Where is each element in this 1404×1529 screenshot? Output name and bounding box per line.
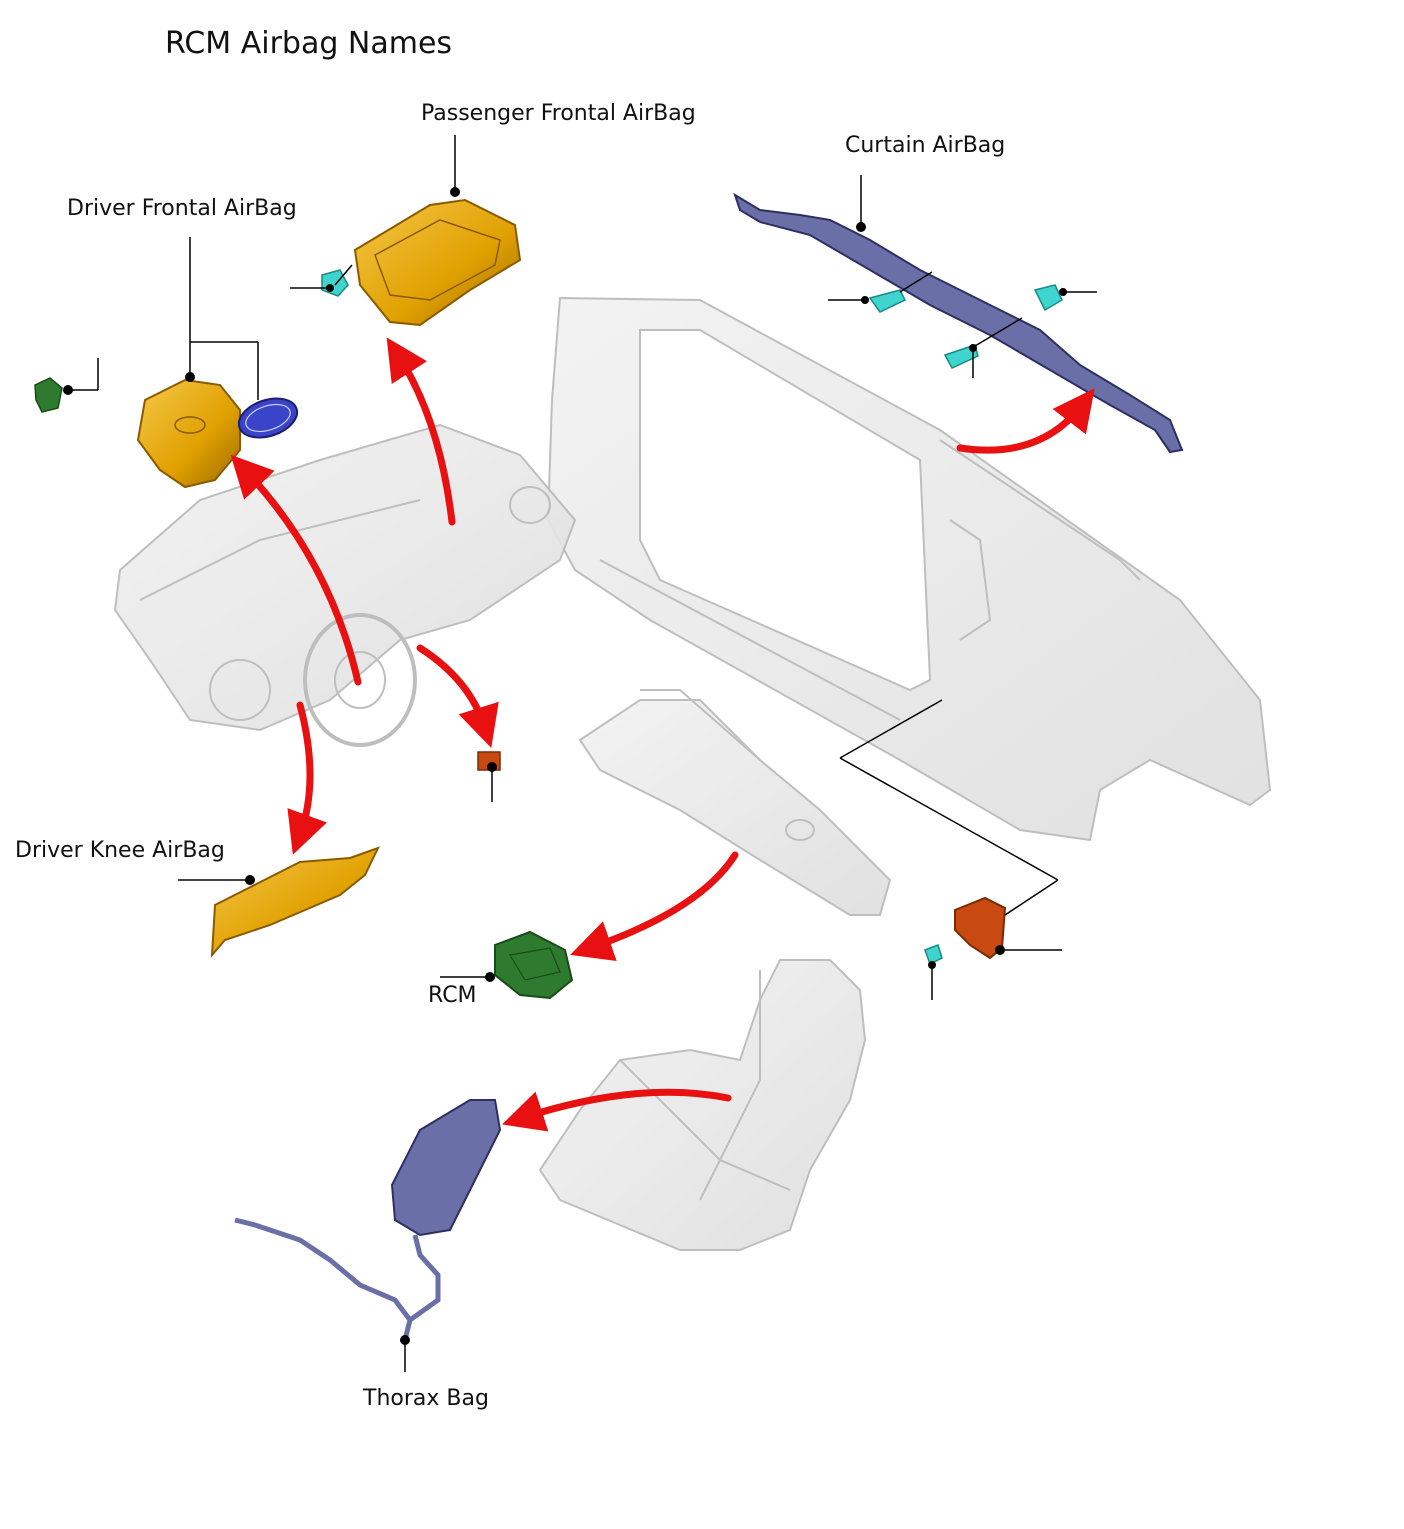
arrow-to-driver-airbag xyxy=(230,454,362,686)
label-driver-knee-airbag: Driver Knee AirBag xyxy=(15,838,225,863)
ford-emblem xyxy=(237,397,299,439)
passenger-airbag-clip xyxy=(290,264,353,297)
center-console xyxy=(578,689,892,916)
front-impact-sensor xyxy=(477,751,501,802)
rcm-module xyxy=(440,930,574,1000)
body-side-panel xyxy=(546,296,1272,842)
instrument-panel xyxy=(113,423,577,747)
arrow-to-front-sensor xyxy=(416,644,499,749)
page-title: RCM Airbag Names xyxy=(165,26,453,61)
curtain-airbag xyxy=(733,175,1184,454)
arrow-to-rcm xyxy=(570,851,739,961)
clockspring-connector xyxy=(34,358,99,413)
label-rcm: RCM xyxy=(428,983,477,1008)
label-driver-frontal-airbag: Driver Frontal AirBag xyxy=(67,196,297,221)
side-impact-sensor xyxy=(839,699,1062,1000)
seat xyxy=(538,959,867,1251)
curtain-airbag-bolts xyxy=(828,271,1097,378)
passenger-frontal-airbag xyxy=(353,135,522,327)
driver-knee-airbag xyxy=(178,846,380,958)
arrow-to-passenger-airbag xyxy=(386,337,456,526)
arrow-to-thorax-bag xyxy=(502,1088,732,1132)
arrow-to-knee-airbag xyxy=(287,701,327,855)
arrows xyxy=(230,337,1095,1132)
driver-frontal-airbag xyxy=(136,237,259,489)
arrow-to-curtain-airbag xyxy=(956,388,1095,454)
label-curtain-airbag: Curtain AirBag xyxy=(845,133,1006,158)
label-passenger-frontal-airbag: Passenger Frontal AirBag xyxy=(421,101,696,126)
thorax-bag xyxy=(234,1099,502,1372)
label-thorax-bag: Thorax Bag xyxy=(363,1386,489,1411)
